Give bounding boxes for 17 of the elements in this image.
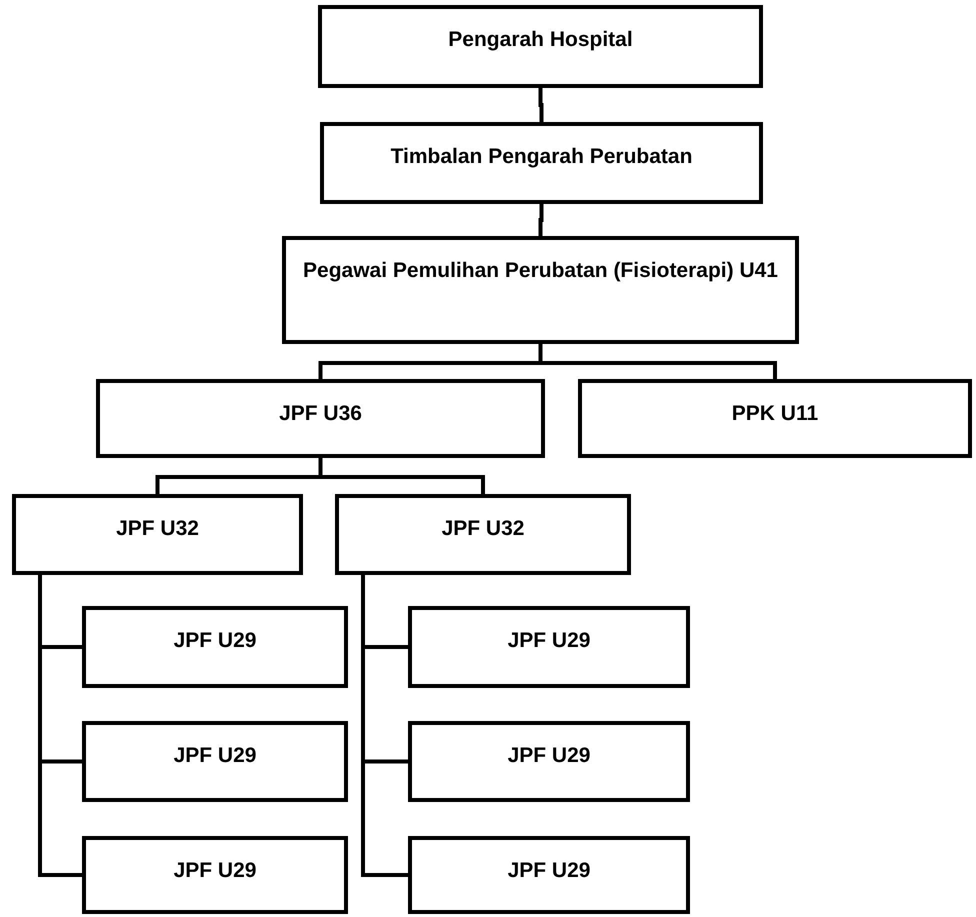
org-box: Pengarah Hospital — [318, 5, 763, 88]
org-box: JPF U29 — [82, 606, 348, 688]
org-box: JPF U32 — [335, 494, 631, 575]
connector-line — [538, 88, 544, 122]
org-box: JPF U29 — [82, 721, 348, 802]
org-box: PPK U11 — [578, 379, 972, 458]
connector-line — [538, 204, 544, 236]
org-box: JPF U36 — [96, 379, 545, 458]
connector-line — [361, 575, 408, 877]
org-box: Pegawai Pemulihan Perubatan (Fisioterapi) U41 — [282, 236, 799, 344]
org-box: JPF U29 — [408, 606, 690, 688]
org-box: JPF U32 — [12, 494, 303, 575]
org-box: JPF U29 — [408, 721, 690, 802]
connector-line — [38, 575, 82, 877]
org-box: JPF U29 — [408, 836, 690, 914]
org-box: JPF U29 — [82, 836, 348, 914]
org-box: Timbalan Pengarah Perubatan — [320, 122, 763, 204]
